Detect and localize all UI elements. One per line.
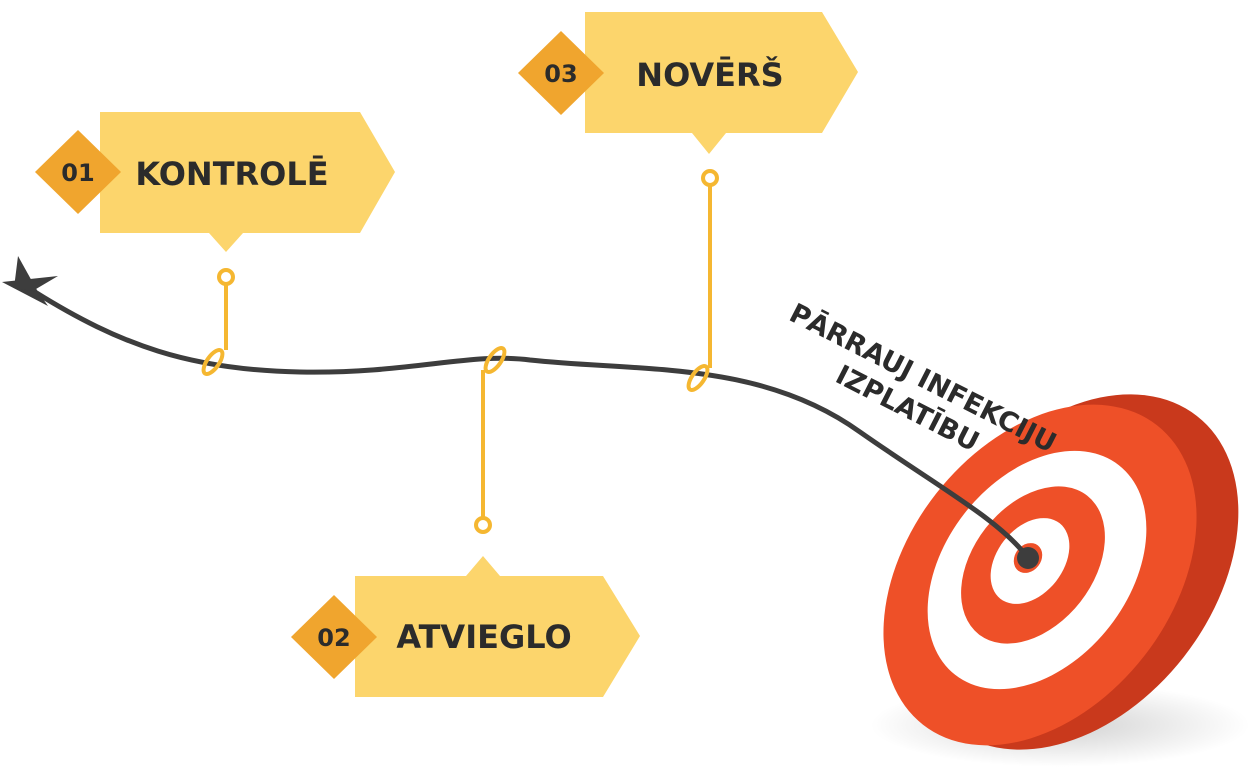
arrow-tail-feather [14,256,38,292]
connector-02-dot [474,516,492,534]
step-01-tag [100,112,395,252]
arrow-shaft [32,289,1031,561]
step-02: 02 ATVIEGLO [291,556,640,697]
connector-02-ring [483,346,507,374]
step-03-badge [518,31,604,115]
connector-03-ring [686,364,710,392]
step-01-label: KONTROLĒ [135,155,328,193]
step-01-badge [35,130,121,214]
step-01: 01 KONTROLĒ [35,112,395,252]
target-icon [870,394,1248,767]
goal-line-1: PĀRRAUJ INFEKCIJU [784,297,1061,459]
step-02-tag [355,556,640,697]
step-03: 03 NOVĒRŠ [518,12,858,154]
step-02-badge [291,595,377,679]
arrow-tip [1017,547,1039,569]
step-02-label: ATVIEGLO [396,618,571,656]
step-01-number: 01 [61,159,94,187]
connector-03-dot [701,169,719,187]
step-02-number: 02 [317,624,350,652]
connectors [201,169,719,534]
connector-01-ring [201,348,225,376]
step-03-number: 03 [544,60,577,88]
step-03-tag [585,12,858,154]
connector-01-dot [217,268,235,286]
step-03-label: NOVĒRŠ [636,55,783,94]
